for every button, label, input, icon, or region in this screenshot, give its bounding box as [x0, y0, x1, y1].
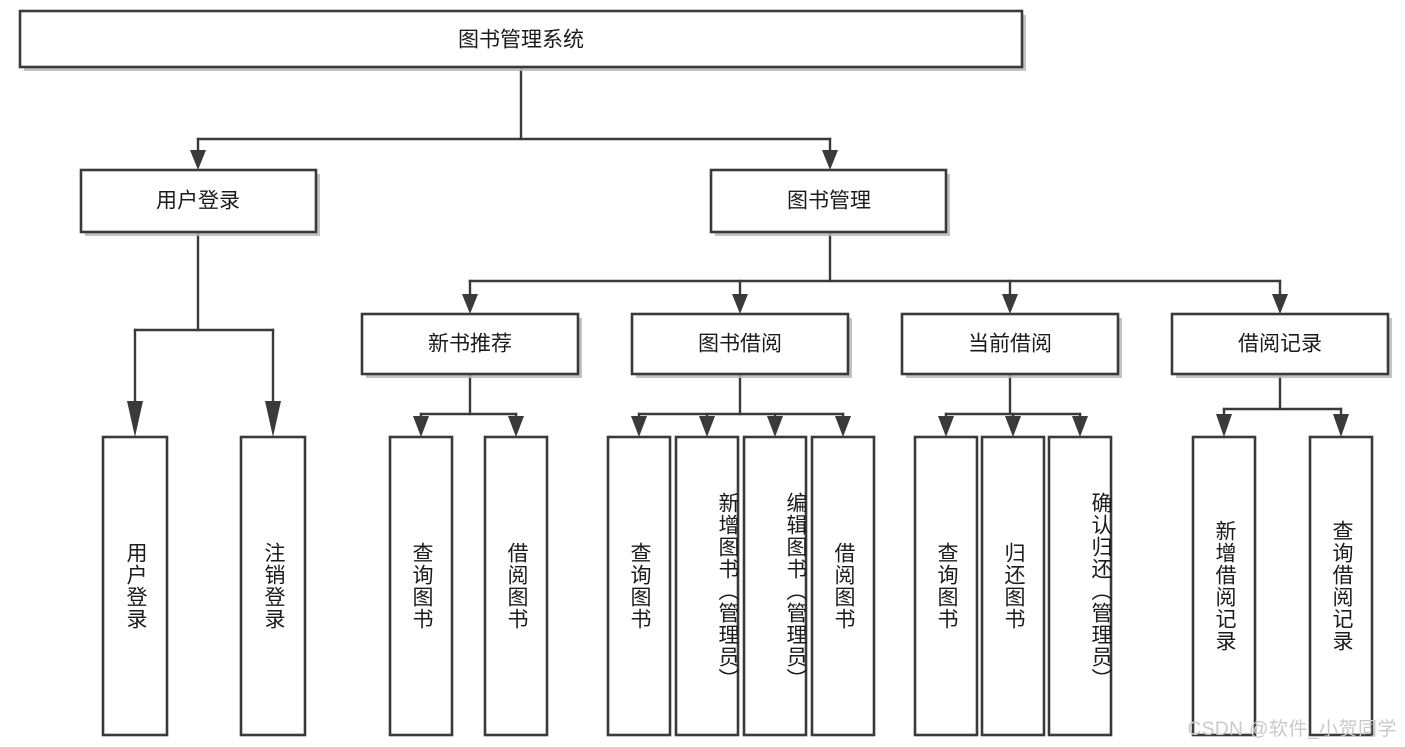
- arrow-head-book-borrow: [732, 294, 748, 314]
- leaf-user-login-rect[interactable]: [101, 435, 169, 737]
- connector-group-book-borrow: [631, 372, 851, 437]
- csdn-watermark: CSDN @软件_小贺同学: [1187, 719, 1397, 740]
- node-root-label: 图书管理系统: [458, 29, 584, 52]
- arrow-head-leaf-borrow-book-bb: [835, 416, 851, 437]
- arrow-head-book-mgmt: [822, 150, 838, 170]
- node-user-login-rect[interactable]: [79, 168, 318, 234]
- leaf-borrow-book-rec-rect[interactable]: [483, 435, 549, 737]
- connector-group-new-book-rec: [413, 372, 524, 437]
- leaf-query-book-cb-rect[interactable]: [913, 435, 979, 737]
- leaf-query-book-rec-rect[interactable]: [388, 435, 454, 737]
- node-current-borrow-label: 当前借阅: [968, 333, 1052, 356]
- arrow-head-leaf-query-book-bb: [631, 416, 647, 437]
- arrow-head-leaf-logout: [265, 401, 281, 437]
- node-borrow-record[interactable]: 借阅记录: [1170, 312, 1392, 378]
- node-current-borrow[interactable]: 当前借阅: [900, 312, 1122, 378]
- arrow-head-borrow-record: [1272, 294, 1288, 314]
- leaf-add-book-rect[interactable]: [674, 435, 740, 737]
- leaf-edit-book-rect[interactable]: [742, 435, 808, 737]
- node-user-login-label: 用户登录: [156, 190, 240, 213]
- arrow-head-leaf-query-record: [1333, 414, 1349, 437]
- leaf-box-group: [101, 435, 1374, 737]
- arrow-head-leaf-borrow-book-rec: [508, 416, 524, 437]
- connector-group-root: [190, 65, 838, 170]
- leaf-logout-rect[interactable]: [239, 435, 307, 737]
- arrow-head-leaf-add-record: [1216, 414, 1232, 437]
- node-current-borrow-rect[interactable]: [900, 312, 1120, 376]
- node-root-rect[interactable]: [18, 9, 1024, 69]
- node-book-borrow-rect[interactable]: [630, 312, 850, 376]
- arrow-head-leaf-user-login: [127, 401, 143, 437]
- arrow-head-leaf-add-book: [699, 416, 715, 437]
- leaf-borrow-book-bb-rect[interactable]: [810, 435, 876, 737]
- arrow-head-user-login: [190, 150, 206, 170]
- node-book-mgmt[interactable]: 图书管理: [709, 168, 950, 236]
- arrow-head-new-book-rec: [462, 294, 478, 314]
- connector-group-current-borrow: [938, 372, 1088, 437]
- node-new-book-rec-label: 新书推荐: [428, 333, 512, 356]
- arrow-head-leaf-query-book-cb: [938, 416, 954, 437]
- connector-group-borrow-record: [1216, 372, 1349, 437]
- leaf-query-book-bb-rect[interactable]: [606, 435, 672, 737]
- arrow-head-leaf-edit-book: [767, 416, 783, 437]
- node-book-mgmt-label: 图书管理: [787, 190, 871, 213]
- arrow-head-leaf-query-book-rec: [413, 416, 429, 437]
- arrow-head-leaf-return-book: [1005, 416, 1021, 437]
- leaf-return-book-rect[interactable]: [980, 435, 1046, 737]
- node-borrow-record-rect[interactable]: [1170, 312, 1390, 376]
- leaf-query-record-rect[interactable]: [1308, 435, 1374, 737]
- node-user-login[interactable]: 用户登录: [79, 168, 320, 236]
- leaf-add-record-rect[interactable]: [1191, 435, 1257, 737]
- node-new-book-rec-rect[interactable]: [360, 312, 580, 376]
- arrow-head-leaf-confirm-return: [1072, 416, 1088, 437]
- node-book-borrow-label: 图书借阅: [698, 333, 782, 356]
- connector-group-book-mgmt: [462, 230, 1288, 314]
- connector-group-user-login: [127, 230, 281, 437]
- node-book-mgmt-rect[interactable]: [709, 168, 948, 234]
- node-borrow-record-label: 借阅记录: [1238, 333, 1322, 356]
- arrow-head-current-borrow: [1002, 294, 1018, 314]
- node-new-book-rec[interactable]: 新书推荐: [360, 312, 582, 378]
- node-book-borrow[interactable]: 图书借阅: [630, 312, 852, 378]
- leaf-confirm-return-rect[interactable]: [1047, 435, 1113, 737]
- node-root[interactable]: 图书管理系统: [18, 9, 1026, 71]
